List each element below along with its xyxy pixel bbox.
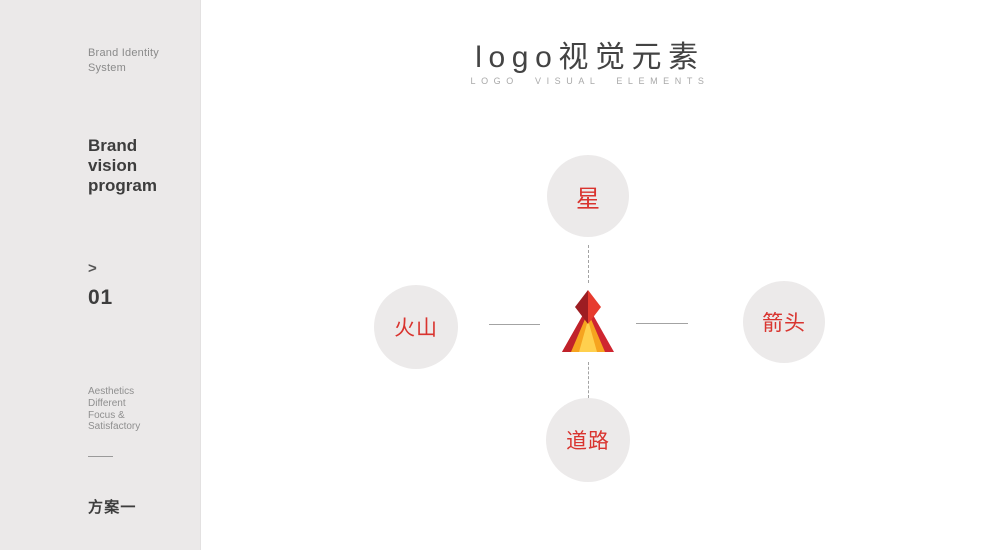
brand-logo-icon — [562, 290, 614, 352]
logo-diamond-right — [588, 290, 601, 324]
chevron-right-icon: > — [88, 260, 97, 277]
plan-one-label: 方案一 — [88, 499, 137, 516]
connector-left — [489, 324, 540, 325]
connector-top — [588, 245, 589, 283]
aesthetics-line: Satisfactory — [88, 421, 141, 433]
node-arrow: 箭头 — [743, 281, 825, 363]
sidebar: Brand Identity System Brand vision progr… — [0, 0, 201, 550]
brand-vision-program-label: Brand vision program — [88, 136, 157, 196]
vision-line: vision — [88, 156, 138, 176]
vision-line: program — [88, 176, 157, 196]
node-arrow-label: 箭头 — [762, 312, 806, 335]
node-road: 道路 — [546, 398, 630, 482]
connector-bottom — [588, 362, 589, 398]
brand-identity-line: Brand Identity — [88, 47, 159, 59]
page-title: logo视觉元素 — [475, 41, 705, 74]
node-star: 星 — [547, 155, 629, 237]
brand-identity-line: System — [88, 61, 126, 74]
vision-line: Brand — [88, 136, 138, 155]
aesthetics-line: Focus & — [88, 409, 125, 421]
node-road-label: 道路 — [566, 430, 610, 453]
connector-right — [636, 323, 688, 324]
node-star-label: 星 — [576, 185, 600, 213]
section-number: 01 — [88, 286, 114, 309]
aesthetics-caption: Aesthetics Different Focus & Satisfactor… — [88, 386, 140, 433]
node-volcano-label: 火山 — [394, 317, 438, 340]
aesthetics-line: Different — [88, 397, 126, 409]
page-subtitle: LOGO VISUAL ELEMENTS — [470, 76, 710, 86]
aesthetics-line: Aesthetics — [88, 386, 135, 397]
sidebar-divider — [88, 456, 113, 457]
brand-identity-system-label: Brand Identity System — [88, 46, 159, 76]
logo-diamond-left — [575, 290, 588, 324]
logo-gold-highlight — [579, 320, 597, 352]
node-volcano: 火山 — [374, 285, 458, 369]
